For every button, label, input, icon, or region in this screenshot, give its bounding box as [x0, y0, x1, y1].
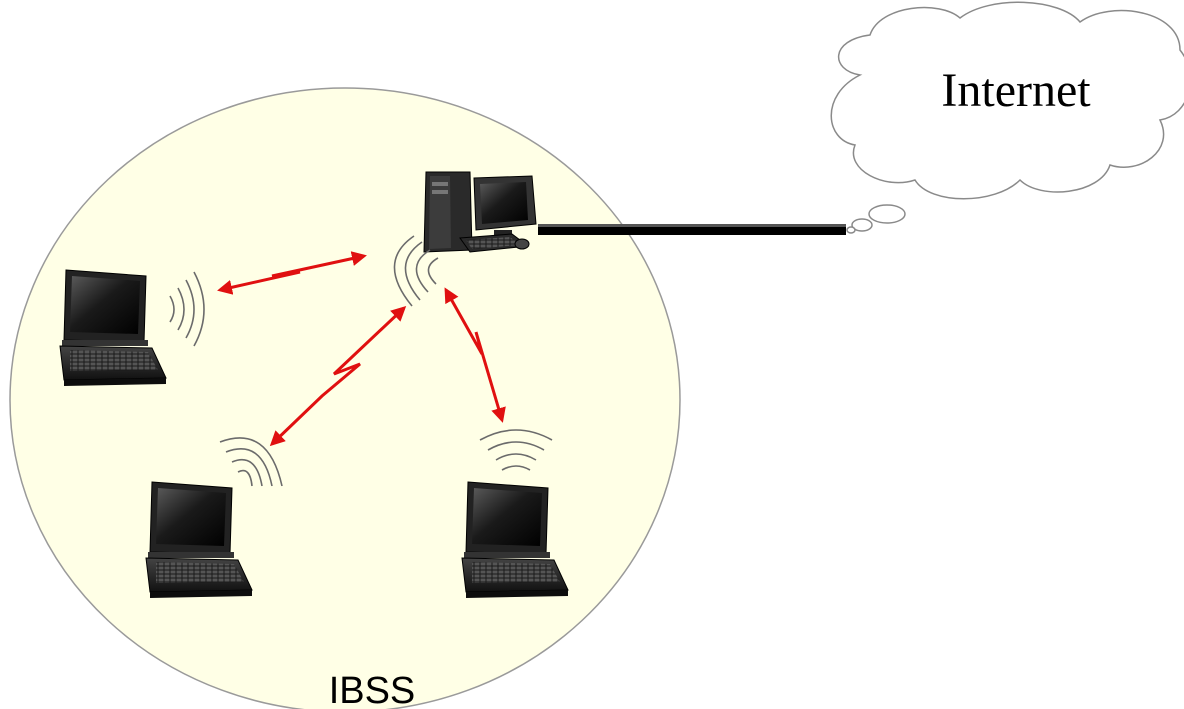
ibss-label: IBSS: [329, 670, 416, 709]
wireless-link-bottom-left: [269, 305, 407, 447]
wired-cable: [538, 224, 846, 235]
wireless-link-bottom-right: [444, 287, 506, 423]
desktop-signal-icon: [393, 235, 439, 307]
ibss-coverage-area: [9, 87, 681, 709]
wireless-link-left: [217, 251, 367, 295]
laptop-bottom-left-signal-icon: [219, 437, 283, 487]
internet-cloud: [830, 1, 1184, 234]
laptop-left-signal-icon: [169, 271, 205, 347]
laptop-bottom-right-signal-icon: [479, 429, 553, 471]
internet-label: Internet: [941, 64, 1091, 117]
wireless-links: [217, 251, 506, 447]
desktop-computer-icon: [423, 171, 537, 253]
